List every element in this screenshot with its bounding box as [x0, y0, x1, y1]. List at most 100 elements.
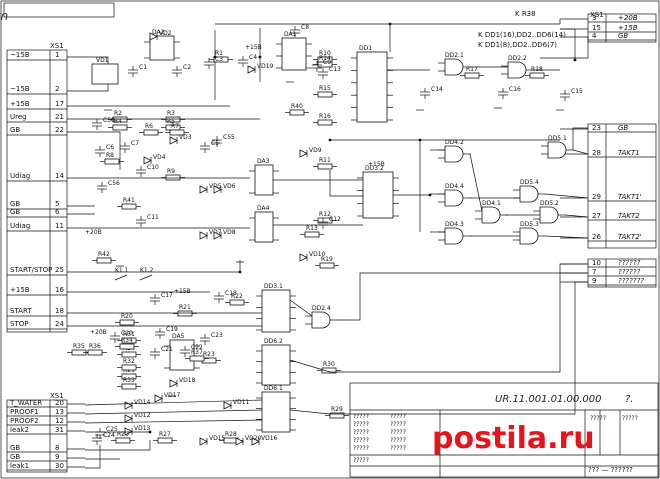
ref-label: DD4.4 — [445, 183, 464, 190]
note-r38: K R38 — [515, 10, 536, 18]
resistor: R12 — [313, 211, 337, 224]
ref-label: R20 — [121, 313, 133, 320]
pin-label: ~15B — [10, 51, 30, 59]
diode-body — [199, 437, 208, 446]
ref-label: VD15 — [209, 435, 226, 442]
junction-dot — [328, 138, 332, 142]
pin-label: leak1 — [10, 462, 29, 470]
ref-label: R9 — [167, 168, 175, 175]
diode: VD13 — [124, 425, 151, 436]
resistor-body — [104, 158, 120, 165]
resistor: R31 — [117, 331, 141, 344]
capacitor: C56 — [97, 180, 120, 193]
gate-body — [481, 206, 501, 224]
ref-label: C9 — [323, 59, 331, 66]
gate-body — [444, 227, 464, 245]
title-field: ????? — [353, 445, 369, 452]
pin-label: T_WATER — [9, 399, 42, 407]
ic-chip: DD6.1 — [256, 385, 296, 433]
contact-blade — [114, 274, 128, 281]
chip-body — [362, 171, 394, 219]
ref-label: R11 — [319, 157, 331, 164]
resistor: R8 — [100, 152, 124, 165]
pin-number: 30 — [55, 462, 64, 470]
ref-label: R35 — [73, 343, 85, 350]
ref-label: R3 — [167, 110, 175, 117]
ref-label: R12 — [319, 211, 331, 218]
pin-label: GB — [10, 126, 20, 134]
pin-number: 14 — [55, 172, 64, 180]
ref-label: R22 — [231, 293, 243, 300]
resistor: R14 — [313, 55, 337, 68]
chip-body — [261, 289, 291, 333]
ref-label: VD13 — [134, 425, 151, 432]
wire — [84, 409, 263, 415]
logic-gate: DD4.2 — [438, 139, 471, 163]
diode-body — [213, 185, 222, 194]
pin-label: +15B — [10, 100, 30, 108]
capacitor: C23 — [200, 332, 223, 345]
ref-label: R6 — [145, 123, 153, 130]
connector-pin: 10?????? — [560, 259, 656, 268]
junction-dot — [258, 55, 262, 59]
resistor-body — [464, 72, 480, 79]
wire — [540, 37, 589, 59]
resistor: R1 — [209, 50, 233, 63]
pin-number: 26 — [592, 233, 601, 241]
logic-gate: DD5.2 — [533, 200, 566, 224]
resistor: R25 — [117, 367, 141, 380]
resistor: R26 — [111, 431, 135, 444]
ref-label: R30 — [323, 361, 335, 368]
ic-chip: DA3 — [249, 158, 279, 196]
resistor-body — [229, 299, 245, 306]
diode-body — [154, 394, 163, 403]
ref-label: R7 — [171, 123, 179, 130]
ref-label: VD20 — [245, 435, 262, 442]
title-code: UR.11.001.01.00.000 — [495, 394, 602, 405]
gate-body — [444, 189, 464, 207]
ref-label: VD8 — [223, 229, 236, 236]
resistor-body — [112, 124, 128, 131]
ref-label: VD18 — [179, 377, 196, 384]
pin-number: 27 — [592, 212, 601, 220]
resistor: R2 — [108, 110, 132, 123]
connector-name: XS1 — [50, 42, 64, 50]
resistor-body — [121, 383, 137, 390]
resistor: R4 — [108, 118, 132, 131]
junction-dot — [238, 270, 242, 274]
resistor-body — [304, 231, 320, 238]
pin-number: 5 — [55, 200, 59, 208]
chip-body — [254, 211, 274, 243]
capacitor: C16 — [498, 86, 521, 99]
ref-label: DD5.4 — [520, 179, 539, 186]
title-block: UR.11.001.01.00.000 ?. ??? — ?????? ????… — [349, 382, 659, 478]
ic-chip: DD6.2 — [256, 338, 296, 386]
resistor-body — [177, 310, 193, 317]
ref-label: DD5.1 — [548, 135, 567, 142]
ref-label: C56 — [108, 180, 120, 187]
ref-label: DD3.1 — [264, 283, 283, 290]
ref-label: C55 — [223, 134, 235, 141]
pin-number: 4 — [592, 32, 597, 40]
resistor-body — [529, 72, 545, 79]
pin-label: +15B — [618, 24, 638, 32]
ref-label: R19 — [321, 256, 333, 263]
pin-number: 20 — [55, 399, 64, 407]
ref-label: VD17 — [164, 392, 181, 399]
logic-gate: DD2.4 — [305, 305, 338, 329]
ic-chip: DD3.1 — [256, 283, 296, 333]
pin-label: ?????? — [618, 259, 641, 267]
ref-label: VD2 — [159, 30, 172, 37]
logic-gate: DD4.4 — [438, 183, 471, 207]
diode-body — [124, 427, 133, 436]
wire — [85, 440, 151, 451]
pin-number: 6 — [55, 208, 60, 216]
resistor: R35 — [67, 343, 91, 356]
